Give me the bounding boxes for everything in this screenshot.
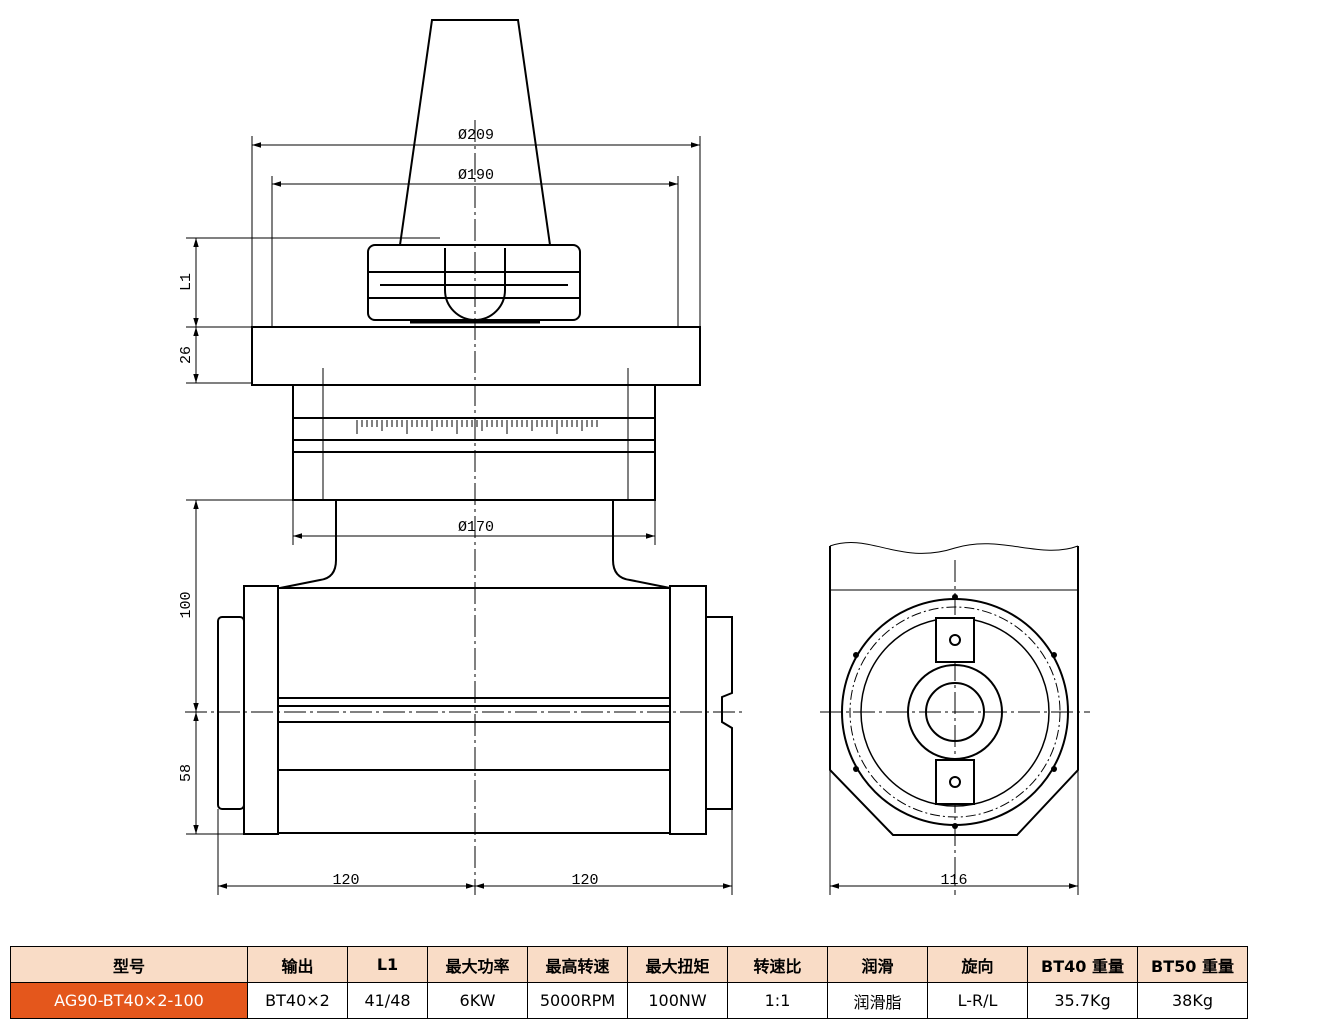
technical-drawing: Ø209 Ø190 Ø170 L1 26 100 58 120 120 116 <box>178 19 1090 895</box>
right-output-spindle <box>706 616 733 810</box>
cell-lubrication: 润滑脂 <box>827 982 928 1019</box>
top-plate <box>251 326 701 386</box>
dim-26: 26 <box>178 346 195 364</box>
th-model: 型号 <box>10 946 248 983</box>
cell-bt40-weight: 35.7Kg <box>1027 982 1138 1019</box>
cell-max-torque: 100NW <box>627 982 728 1019</box>
side-housing-outline <box>829 546 1079 836</box>
cell-max-power: 6KW <box>427 982 528 1019</box>
dim-120-right: 120 <box>571 872 598 889</box>
th-rotation: 旋向 <box>927 946 1028 983</box>
side-bolt-holes <box>853 594 1057 829</box>
neck <box>279 500 337 589</box>
center-lines <box>185 120 1090 895</box>
cell-model: AG90-BT40×2-100 <box>10 982 248 1019</box>
th-lubrication: 润滑 <box>827 946 928 983</box>
dim-d209: Ø209 <box>458 127 494 144</box>
left-output-flange <box>243 585 279 835</box>
cell-max-speed: 5000RPM <box>527 982 628 1019</box>
th-output: 输出 <box>247 946 348 983</box>
left-output-spindle <box>217 616 245 810</box>
scale-ticks <box>356 420 598 434</box>
spec-table: 型号 输出 L1 最大功率 最高转速 最大扭矩 转速比 润滑 旋向 BT40 重… <box>10 946 1248 1019</box>
upper-housing <box>292 384 656 501</box>
tool-flange <box>367 244 581 321</box>
dimension-lines <box>186 136 1079 895</box>
dim-58: 58 <box>178 764 195 782</box>
dim-d170: Ø170 <box>458 519 494 536</box>
dim-116: 116 <box>940 872 967 889</box>
gear-body <box>277 587 671 834</box>
side-bolt-circle <box>849 606 1061 818</box>
cell-rotation: L-R/L <box>927 982 1028 1019</box>
table-header-row: 型号 输出 L1 最大功率 最高转速 最大扭矩 转速比 润滑 旋向 BT40 重… <box>10 946 1248 983</box>
right-output-flange <box>669 585 707 835</box>
th-l1: L1 <box>347 946 428 983</box>
th-bt40-weight: BT40 重量 <box>1027 946 1138 983</box>
cell-l1: 41/48 <box>347 982 428 1019</box>
cell-bt50-weight: 38Kg <box>1137 982 1248 1019</box>
break-line <box>829 542 1079 554</box>
top-key-slot <box>935 617 975 663</box>
th-max-torque: 最大扭矩 <box>627 946 728 983</box>
side-view <box>829 542 1079 836</box>
dim-100: 100 <box>178 591 195 618</box>
front-view <box>217 19 733 835</box>
table-row: AG90-BT40×2-100 BT40×2 41/48 6KW 5000RPM… <box>10 982 1248 1019</box>
th-max-power: 最大功率 <box>427 946 528 983</box>
cell-ratio: 1:1 <box>727 982 828 1019</box>
dim-l1: L1 <box>178 273 195 291</box>
dim-120-left: 120 <box>332 872 359 889</box>
th-ratio: 转速比 <box>727 946 828 983</box>
th-bt50-weight: BT50 重量 <box>1137 946 1248 983</box>
bottom-key-slot <box>935 759 975 805</box>
dim-d190: Ø190 <box>458 167 494 184</box>
side-bore <box>925 682 985 742</box>
cell-output: BT40×2 <box>247 982 348 1019</box>
th-max-speed: 最高转速 <box>527 946 628 983</box>
